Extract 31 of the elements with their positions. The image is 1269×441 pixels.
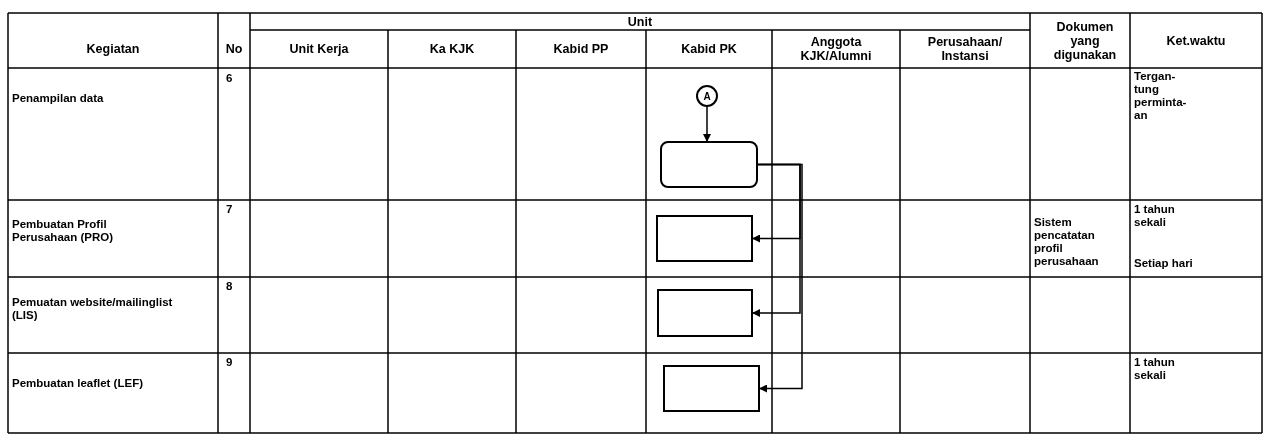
column-header: Dokumen yang digunakan <box>1053 19 1117 62</box>
column-header: Perusahaan/ Instansi <box>926 35 1004 63</box>
process-box <box>657 289 753 337</box>
table-text: 9 <box>226 356 233 369</box>
table-text: 1 tahun sekali <box>1134 203 1176 229</box>
process-box <box>663 365 760 412</box>
table-text: 8 <box>226 280 233 293</box>
table-text: Sistem pencatatan profil perusahaan <box>1034 216 1100 268</box>
table-text: Pemuatan website/mailinglist (LIS) <box>12 296 174 322</box>
column-header: Unit Kerja <box>289 42 349 56</box>
column-header: Anggota KJK/Alumni <box>799 35 873 63</box>
column-header: Unit <box>627 14 653 29</box>
arrow <box>703 106 711 142</box>
column-header: Ka KJK <box>429 42 475 56</box>
column-header: Kabid PP <box>553 42 609 56</box>
arrow <box>752 163 801 317</box>
table-text: Tergan- tung perminta- an <box>1134 70 1188 122</box>
column-header: Kabid PK <box>681 42 737 56</box>
process-box <box>656 215 753 262</box>
arrow <box>757 163 803 393</box>
column-header: Kegiatan <box>86 42 140 56</box>
table-text: Pembuatan Profil Perusahaan (PRO) <box>12 218 114 244</box>
table-text: 1 tahun sekali <box>1134 356 1176 382</box>
process-box <box>660 141 758 188</box>
table-text: Setiap hari <box>1134 257 1193 270</box>
table-text: 7 <box>226 203 233 216</box>
column-header: No <box>225 42 243 56</box>
column-header: Ket.waktu <box>1166 33 1226 48</box>
table-text: 6 <box>226 72 233 85</box>
table-text: Pembuatan leaflet (LEF) <box>12 377 143 390</box>
table-text: Penampilan data <box>12 92 104 105</box>
